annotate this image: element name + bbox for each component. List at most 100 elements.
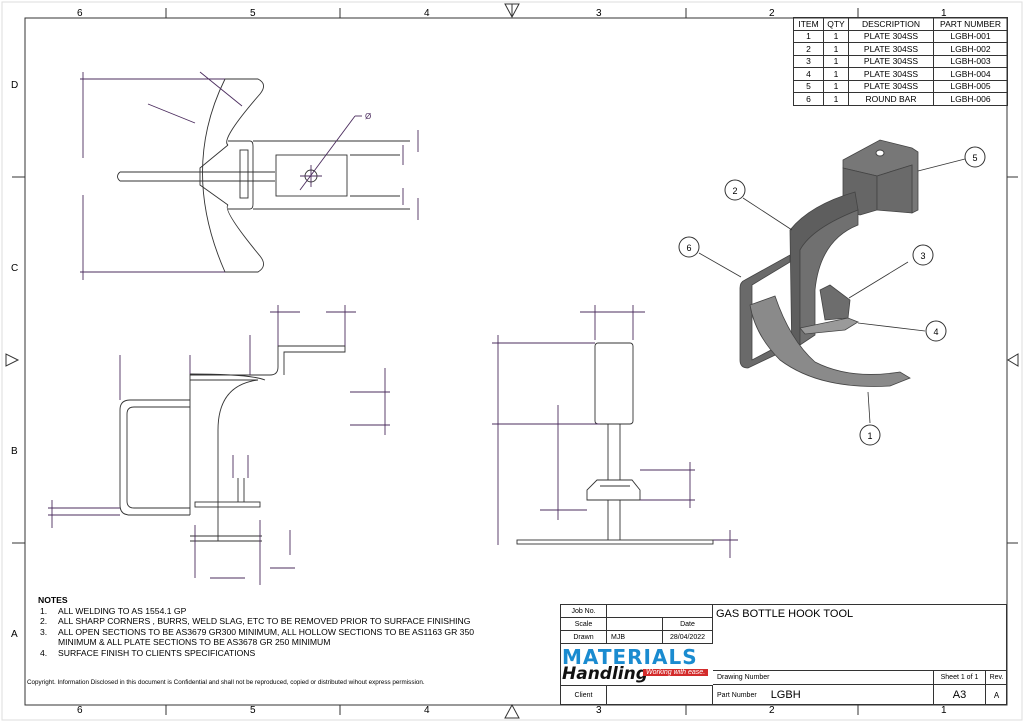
zone-col-6: 6: [77, 8, 83, 19]
logo-handling: Handling: [562, 664, 648, 684]
copyright-notice: Copyright. Information Disclosed in this…: [27, 679, 425, 686]
part-number-value: LGBH: [770, 689, 801, 701]
zone-col-2: 2: [769, 8, 775, 19]
top-view: [117, 78, 410, 273]
bom-header-description: DESCRIPTION: [848, 17, 934, 31]
balloon-leaders: [698, 158, 966, 424]
zone-row-c: C: [11, 263, 19, 274]
bom-cell: LGBH-004: [933, 67, 1008, 81]
balloon-3: 3: [912, 244, 934, 266]
front-view-dimensions: [48, 305, 390, 585]
job-no-value: [607, 605, 713, 618]
bom-header-part-number: PART NUMBER: [933, 17, 1008, 31]
top-view-dimensions: [80, 71, 419, 280]
client-value: [607, 685, 713, 705]
zone-col-4-bottom: 4: [424, 705, 430, 716]
svg-text:4: 4: [933, 327, 938, 337]
svg-text:3: 3: [920, 251, 925, 261]
zone-col-6-bottom: 6: [77, 705, 83, 716]
bom-cell: 1: [823, 79, 849, 93]
zone-row-b: B: [11, 446, 18, 457]
note-text: ALL SHARP CORNERS , BURRS, WELD SLAG, ET…: [58, 616, 471, 626]
bom-cell: 5: [793, 79, 824, 93]
bom-cell: 3: [793, 54, 824, 68]
bom-cell: PLATE 304SS: [848, 54, 934, 68]
drawing-number-label: Drawing Number: [713, 670, 934, 685]
bom-cell: 2: [793, 42, 824, 56]
front-view: [119, 345, 346, 542]
centering-marks: [5, 3, 1019, 719]
bom-header-item: ITEM: [793, 17, 824, 31]
note-item: 3.ALL OPEN SECTIONS TO BE AS3679 GR300 M…: [38, 627, 493, 648]
title-block: Job No. Scale Date Drawn MJB 28/04/2022 …: [560, 604, 1007, 705]
bom-cell: 1: [823, 42, 849, 56]
zone-col-3-bottom: 3: [596, 705, 602, 716]
note-item: 4. SURFACE FINISH TO CLIENTS SPECIFICATIO…: [38, 648, 493, 659]
bom-cell: LGBH-006: [933, 92, 1008, 106]
zone-row-a: A: [11, 629, 18, 640]
sheet-size: A3: [934, 685, 986, 705]
drawn-label: Drawn: [561, 631, 607, 644]
note-item: 2.ALL SHARP CORNERS , BURRS, WELD SLAG, …: [38, 616, 493, 627]
bom-header: ITEM QTY DESCRIPTION PART NUMBER: [793, 17, 1008, 31]
note-number: 4.: [40, 647, 48, 658]
notes: NOTES 1. ALL WELDING TO AS 1554.1 GP 2.AL…: [38, 595, 493, 658]
isometric-view: [739, 139, 919, 387]
balloon-2: 2: [724, 179, 746, 201]
note-text: SURFACE FINISH TO CLIENTS SPECIFICATIONS: [58, 647, 256, 658]
svg-text:5: 5: [972, 153, 977, 163]
bom-cell: 1: [823, 54, 849, 68]
drawing-title: GAS BOTTLE HOOK TOOL: [716, 608, 854, 620]
zone-col-1: 1: [941, 8, 947, 19]
bom-header-qty: QTY: [823, 17, 849, 31]
notes-title: NOTES: [38, 595, 68, 605]
logo-tagline: Working with ease.: [643, 669, 709, 676]
part-number-cell: Part Number LGBH: [713, 685, 934, 705]
revision: A: [993, 690, 1000, 700]
sheet-label: Sheet 1 of 1: [934, 670, 986, 685]
logo-materials: MATERIALS: [562, 645, 698, 669]
bom-cell: LGBH-001: [933, 29, 1008, 43]
side-view-dimensions: [492, 305, 738, 558]
side-view: [516, 342, 714, 545]
bom-cell: 6: [793, 92, 824, 106]
zone-ticks: [12, 8, 1018, 715]
inner-border: [24, 17, 1008, 706]
balloon-6: 6: [678, 236, 700, 258]
bom-cell: 4: [793, 67, 824, 81]
zone-col-5-bottom: 5: [250, 705, 256, 716]
note-item: 1. ALL WELDING TO AS 1554.1 GP: [38, 606, 493, 617]
client-label: Client: [561, 685, 607, 705]
note-text: ALL WELDING TO AS 1554.1 GP: [58, 605, 187, 616]
balloon-1: 1: [859, 424, 881, 446]
job-no-label: Job No.: [561, 605, 607, 618]
date-label: Date: [663, 618, 713, 631]
diameter-symbol: Ø: [365, 112, 371, 121]
bom-cell: PLATE 304SS: [848, 67, 934, 81]
bom-cell: PLATE 304SS: [848, 79, 934, 93]
drawn-by: MJB: [607, 631, 663, 644]
zone-row-d: D: [11, 80, 19, 91]
bom-cell: PLATE 304SS: [848, 42, 934, 56]
bom-cell: 1: [823, 92, 849, 106]
balloons: 1 2 3 4 5 6: [678, 146, 986, 446]
zone-col-2-bottom: 2: [769, 705, 775, 716]
svg-text:2: 2: [732, 186, 737, 196]
bom-cell: LGBH-005: [933, 79, 1008, 93]
balloon-5: 5: [964, 146, 986, 168]
rev-label: Rev.: [986, 670, 1007, 685]
zone-col-5: 5: [250, 8, 256, 19]
bom-cell: ROUND BAR: [848, 92, 934, 106]
note-number: 1.: [40, 605, 48, 616]
drawn-date: 28/04/2022: [663, 631, 713, 644]
